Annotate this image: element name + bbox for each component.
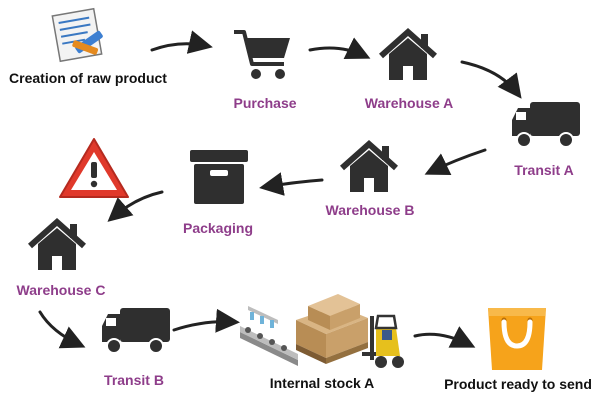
- arrow-transit-a-to-warehouse-b: [424, 148, 487, 176]
- step-label-warehouse-a: Warehouse A: [364, 95, 454, 111]
- shopping-cart-icon: [234, 30, 290, 79]
- house-icon: [340, 139, 398, 192]
- document-pencil-icon: [51, 7, 103, 63]
- house-icon: [28, 217, 86, 270]
- arrow-warehouse-a-to-transit-a: [460, 60, 522, 99]
- arrow-packaging-to-warning: [107, 190, 164, 222]
- truck-icon: [512, 102, 580, 148]
- arrow-creation-to-purchase: [150, 30, 213, 54]
- warehouse-forklift-icon: [240, 294, 404, 368]
- step-label-creation: Creation of raw product: [9, 70, 167, 86]
- box-icon: [190, 150, 248, 204]
- truck-icon: [102, 308, 170, 354]
- shopping-bag-icon: [488, 308, 546, 370]
- step-label-ready: Product ready to send: [444, 376, 592, 392]
- arrow-purchase-to-warehouse-a: [308, 37, 371, 60]
- arrow-transit-b-to-internal-stock: [172, 308, 240, 333]
- step-label-purchase: Purchase: [233, 95, 297, 111]
- step-label-transit-a: Transit A: [514, 162, 574, 178]
- house-icon: [379, 27, 437, 80]
- step-label-warehouse-b: Warehouse B: [325, 202, 415, 218]
- step-label-transit-b: Transit B: [104, 372, 164, 388]
- warning-triangle-icon: [59, 138, 129, 198]
- arrow-warehouse-c-to-transit-b: [38, 310, 86, 349]
- step-label-warehouse-c: Warehouse C: [16, 282, 106, 298]
- step-label-internal-stock-a: Internal stock A: [269, 375, 375, 391]
- arrow-warehouse-b-to-packaging: [259, 172, 324, 196]
- arrow-internal-stock-to-ready: [413, 326, 476, 348]
- step-label-packaging: Packaging: [182, 220, 254, 236]
